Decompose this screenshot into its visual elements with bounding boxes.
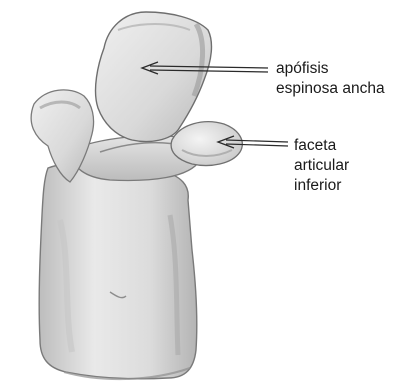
label-articular-facet: faceta articular inferior — [294, 136, 349, 196]
label-facet-line2: articular — [294, 156, 349, 176]
label-spinous-process: apófisis espinosa ancha — [276, 59, 385, 99]
vertebral-body — [39, 162, 197, 380]
spinous-process — [96, 12, 212, 142]
label-facet-line3: inferior — [294, 176, 349, 196]
label-facet-line1: faceta — [294, 136, 349, 156]
label-spinous-line1: apófisis — [276, 59, 385, 79]
label-spinous-line2: espinosa ancha — [276, 79, 385, 99]
